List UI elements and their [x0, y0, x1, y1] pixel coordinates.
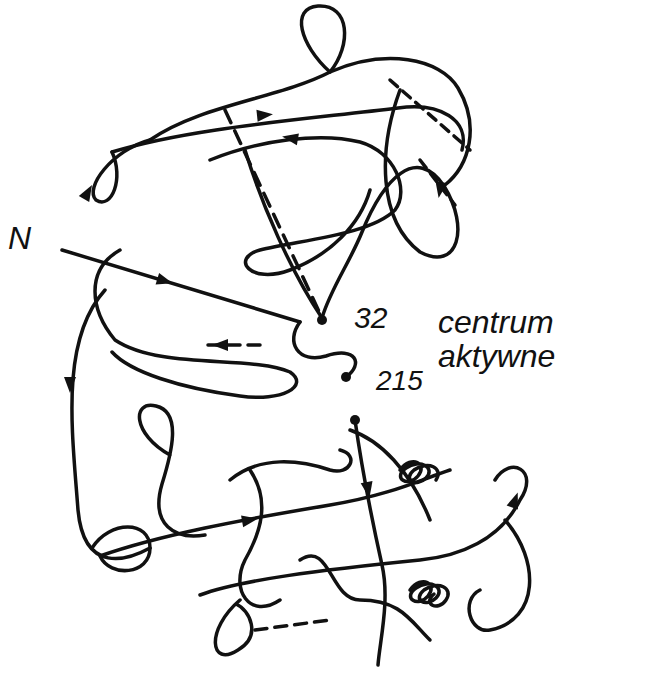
residue-number: 32: [354, 302, 387, 334]
terminus-label: N: [8, 222, 31, 256]
residue-number: 215: [376, 366, 423, 395]
site-label: centrum aktywne: [438, 306, 555, 373]
